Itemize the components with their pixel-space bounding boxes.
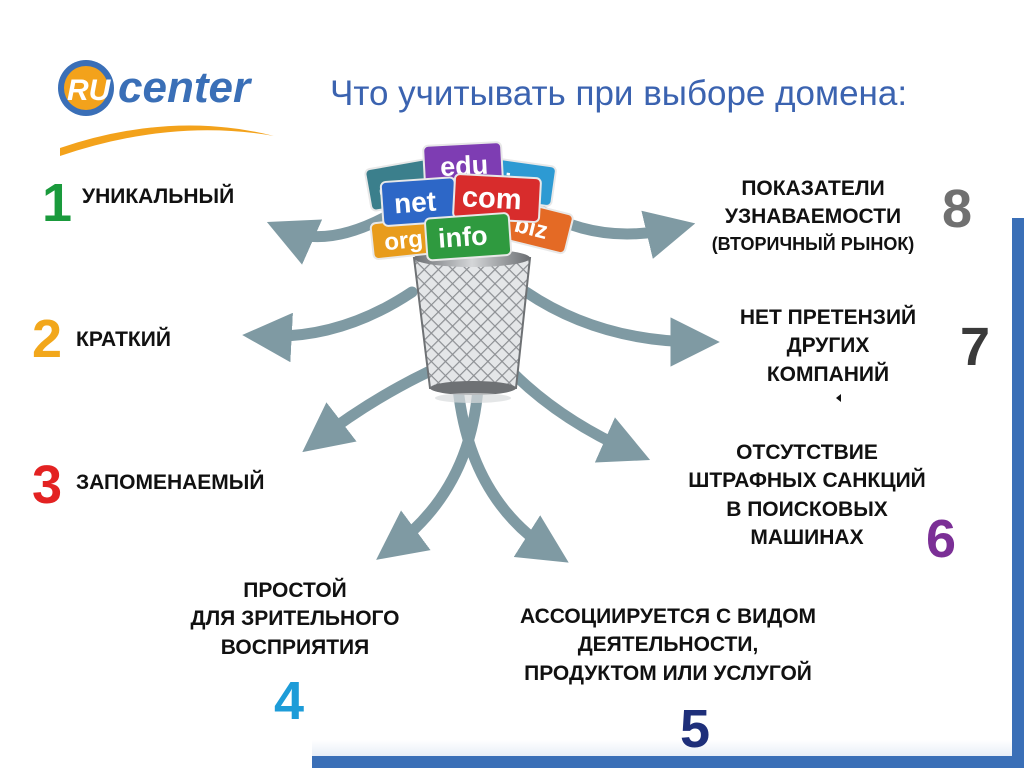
svg-text:com: com <box>461 181 522 216</box>
sign-com: com <box>452 173 542 224</box>
arrow-to-criterion-4 <box>376 382 484 560</box>
criterion-6-number: 6 <box>926 509 957 569</box>
sign-net: net <box>379 176 459 227</box>
frame-bottom-border <box>312 756 1024 768</box>
arrow-to-criterion-6 <box>506 366 651 463</box>
criterion-1-label: УНИКАЛЬНЫЙ <box>82 183 234 211</box>
criterion-8-line-2: УЗНАВАЕМОСТИ <box>724 205 902 229</box>
criterion-4-number: 4 <box>274 671 305 731</box>
arrow-to-criterion-2 <box>242 286 418 363</box>
criterion-5-number: 5 <box>680 699 711 759</box>
wire-basket <box>412 249 532 403</box>
criterion-3-label: ЗАПОМЕНАЕМЫЙ <box>76 469 264 497</box>
criterion-7-line-3: КОМПАНИЙ <box>766 362 890 386</box>
arrow-to-criterion-5 <box>452 382 569 563</box>
criterion-6-line-1: ОТСУТСТВИЕ <box>736 441 878 464</box>
criterion-5-line-3: ПРОДУКТОМ ИЛИ УСЛУГОЙ <box>524 661 812 685</box>
frame-right-border <box>1012 218 1024 768</box>
criterion-8-label: ПОКАЗАТЕЛИ УЗНАВАЕМОСТИ (ВТОРИЧНЫЙ РЫНОК… <box>688 175 938 256</box>
criterion-6-line-4: МАШИНАХ <box>750 526 864 550</box>
criterion-2-line-1: КРАТКИЙ <box>76 328 171 351</box>
svg-text:net: net <box>393 186 437 220</box>
criterion-4-line-2: ДЛЯ ЗРИТЕЛЬНОГО <box>190 607 400 631</box>
criterion-7-line-1: НЕТ ПРЕТЕНЗИЙ <box>739 306 917 329</box>
criterion-4-line-3: ВОСПРИЯТИЯ <box>220 635 370 659</box>
cursor-marker <box>836 394 841 402</box>
criterion-4-line-1: ПРОСТОЙ <box>243 579 347 602</box>
criterion-8-number: 8 <box>942 179 973 239</box>
criterion-8-line-1: ПОКАЗАТЕЛИ <box>741 177 885 200</box>
logo-center-text: center <box>118 63 253 112</box>
criterion-5-label: АССОЦИИРУЕТСЯ С ВИДОМ ДЕЯТЕЛЬНОСТИ, ПРОД… <box>478 603 858 688</box>
arrow-to-criterion-3 <box>302 366 434 453</box>
criterion-6-line-2: ШТРАФНЫХ САНКЦИЙ <box>688 469 926 493</box>
criterion-6-label: ОТСУТСТВИЕ ШТРАФНЫХ САНКЦИЙ В ПОИСКОВЫХ … <box>652 439 962 552</box>
criterion-6-line-3: В ПОИСКОВЫХ <box>726 497 888 521</box>
criterion-5-line-1: АССОЦИИРУЕТСЯ С ВИДОМ <box>519 605 817 628</box>
arrow-to-criterion-7 <box>520 286 720 367</box>
criterion-7-line-2: ДРУГИХ <box>786 334 870 358</box>
ru-center-logo: RU center <box>58 60 274 156</box>
criterion-5-line-2: ДЕЯТЕЛЬНОСТИ, <box>577 633 759 657</box>
sign-info: info <box>424 212 513 262</box>
criterion-2-number: 2 <box>32 309 63 369</box>
svg-text:org: org <box>383 225 424 256</box>
criterion-7-number: 7 <box>960 317 991 377</box>
criterion-3-number: 3 <box>32 455 63 515</box>
criterion-8-sub: (ВТОРИЧНЫЙ РЫНОК) <box>711 233 915 254</box>
criterion-4-label: ПРОСТОЙ ДЛЯ ЗРИТЕЛЬНОГО ВОСПРИЯТИЯ <box>150 577 440 662</box>
frame-shade <box>312 740 1012 756</box>
criterion-2-label: КРАТКИЙ <box>76 326 171 354</box>
page-title: Что учитывать при выборе домена: <box>330 74 908 113</box>
criterion-1-number: 1 <box>42 173 73 233</box>
criterion-1-line-1: УНИКАЛЬНЫЙ <box>82 185 235 208</box>
criterion-3-line-1: ЗАПОМЕНАЕМЫЙ <box>76 471 265 494</box>
logo-ru-text: RU <box>67 74 112 107</box>
criterion-7-label: НЕТ ПРЕТЕНЗИЙ ДРУГИХ КОМПАНИЙ <box>708 304 948 389</box>
svg-text:info: info <box>437 220 488 253</box>
